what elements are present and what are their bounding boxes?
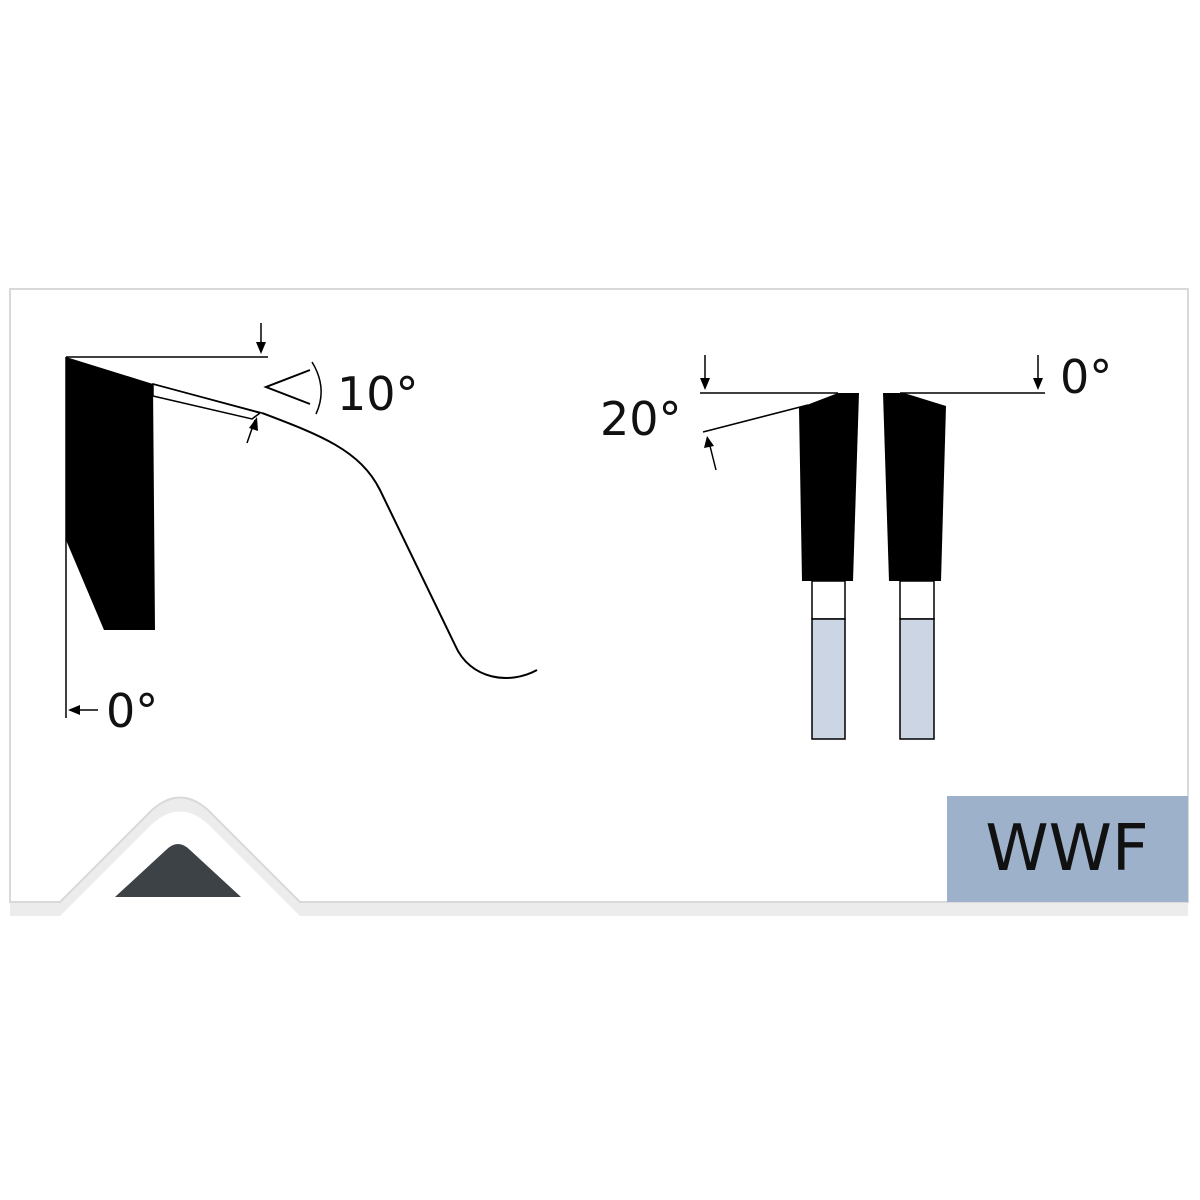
right-tooth-steel xyxy=(899,580,935,620)
side-view-tooth: 10° 0° xyxy=(65,323,538,738)
left-tooth-tip xyxy=(799,393,859,581)
angle-symbol-icon xyxy=(263,361,322,415)
bevel-reference-line xyxy=(702,404,809,433)
arrow-down-icon xyxy=(256,323,266,354)
tooth-body xyxy=(66,357,155,630)
tooth-form-badge: WWF xyxy=(947,796,1188,902)
left-tooth-steel xyxy=(811,580,846,620)
arrow-down-icon xyxy=(700,355,710,390)
clearance-angle-label: 10° xyxy=(337,367,419,421)
front-view-teeth: 20° 0° xyxy=(600,350,1112,740)
triangle-logo-icon xyxy=(115,844,241,897)
tooth-form-label: WWF xyxy=(985,812,1148,886)
left-tooth-carbide xyxy=(811,618,846,740)
arrow-left-icon xyxy=(68,705,98,715)
right-tooth-carbide xyxy=(899,618,935,740)
arrow-up-icon xyxy=(704,436,717,471)
hook-angle-label: 0° xyxy=(106,684,158,738)
right-tooth-tip xyxy=(883,393,946,581)
top-angle-label: 0° xyxy=(1060,350,1112,404)
gullet-curve xyxy=(261,412,538,679)
top-bevel-angle-label: 20° xyxy=(600,392,682,446)
arrow-down-icon xyxy=(1033,355,1043,390)
arrow-up-icon xyxy=(246,417,258,444)
